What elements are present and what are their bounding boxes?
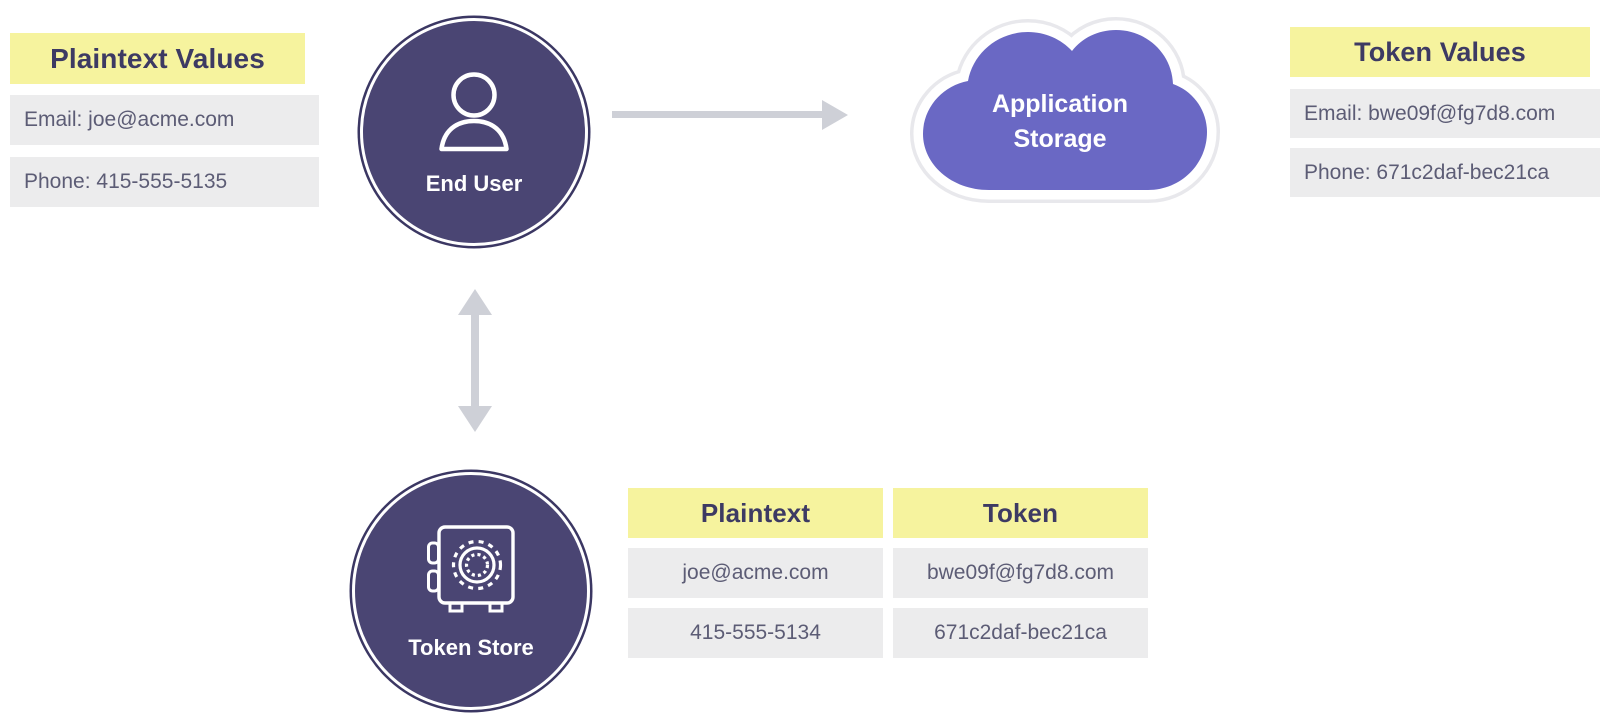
mapping-header-token: Token <box>893 488 1148 538</box>
plaintext-values-header: Plaintext Values <box>10 33 305 84</box>
person-icon <box>428 67 520 164</box>
plaintext-email-row: Email: joe@acme.com <box>10 95 319 145</box>
arrow-up-down-icon <box>452 288 498 433</box>
arrow-right-icon <box>612 90 852 140</box>
token-email-row: Email: bwe09f@fg7d8.com <box>1290 89 1600 138</box>
plaintext-phone-row: Phone: 415-555-5135 <box>10 157 319 207</box>
node-end-user[interactable]: End User <box>360 18 588 246</box>
node-end-user-label: End User <box>425 171 523 197</box>
cloud-icon <box>885 12 1235 217</box>
node-token-store-label: Token Store <box>408 635 534 661</box>
token-phone-row: Phone: 671c2daf-bec21ca <box>1290 148 1600 197</box>
mapping-cell-plaintext-1: 415-555-5134 <box>628 608 883 658</box>
safe-vault-icon <box>417 521 525 626</box>
mapping-cell-token-1: 671c2daf-bec21ca <box>893 608 1148 658</box>
mapping-cell-plaintext-0: joe@acme.com <box>628 548 883 598</box>
node-application-storage[interactable]: Application Storage <box>885 12 1235 217</box>
token-values-header: Token Values <box>1290 27 1590 77</box>
node-token-store[interactable]: Token Store <box>352 472 590 710</box>
mapping-cell-token-0: bwe09f@fg7d8.com <box>893 548 1148 598</box>
mapping-header-plaintext: Plaintext <box>628 488 883 538</box>
